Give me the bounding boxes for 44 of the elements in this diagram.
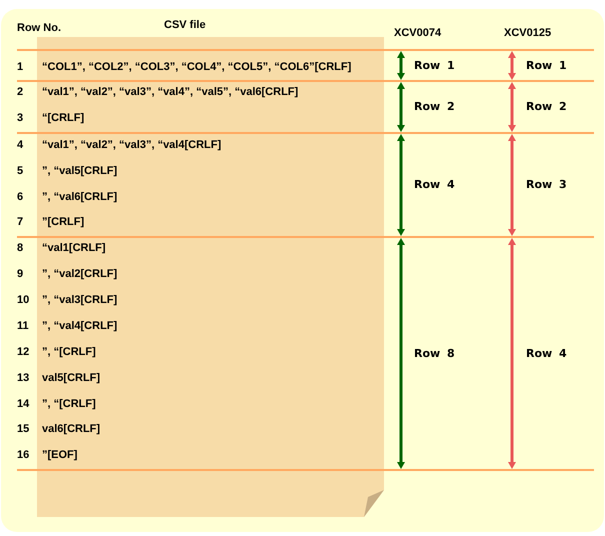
row-number: 1 (17, 60, 24, 74)
row-count: Row 2 (414, 100, 455, 114)
csv-line: ”, “val3[CRLF] (42, 293, 118, 307)
column-header: Row No. (17, 21, 61, 35)
row-number: 8 (17, 241, 24, 255)
csv-line: ”, “val6[CRLF] (42, 190, 118, 204)
csv-line: “val1”, “val2”, “val3”, “val4[CRLF] (42, 138, 222, 152)
csv-line: ”, “val4[CRLF] (42, 319, 118, 333)
row-count: Row 4 (414, 178, 455, 192)
csv-line: “COL1”, “COL2”, “COL3”, “COL4”, “COL5”, “COL6”[CRLF] (42, 60, 352, 74)
csv-line: ”[CRLF] (42, 215, 84, 229)
row-count: Row 1 (414, 59, 455, 73)
csv-line: ”, “val2[CRLF] (42, 267, 118, 281)
row-number: 14 (17, 397, 30, 411)
row-number: 15 (17, 422, 30, 436)
row-count: Row 3 (526, 178, 567, 192)
row-number: 11 (17, 319, 29, 333)
csv-line: “[CRLF] (42, 111, 84, 125)
row-number: 10 (17, 293, 30, 307)
row-number: 2 (17, 85, 24, 99)
csv-line: ”, “val5[CRLF] (42, 164, 118, 178)
column-header: XCV0074 (394, 26, 442, 40)
row-count: Row 8 (414, 347, 455, 361)
column-header: CSV file (164, 18, 206, 32)
row-number: 4 (17, 138, 24, 152)
csv-line: “val1”, “val2”, “val3”, “val4”, “val5”, “val6[CRLF] (42, 85, 298, 99)
row-number: 6 (17, 190, 24, 204)
csv-line: ”, “[CRLF] (42, 397, 96, 411)
csv-line: val5[CRLF] (42, 371, 100, 385)
row-count: Row 4 (526, 347, 567, 361)
csv-line: ”[EOF] (42, 448, 78, 462)
row-count: Row 2 (526, 100, 567, 114)
csv-line: “val1[CRLF] (42, 241, 106, 255)
csv-line: val6[CRLF] (42, 422, 100, 436)
csv-line: ”, “[CRLF] (42, 345, 96, 359)
row-number: 12 (17, 345, 30, 359)
column-header: XCV0125 (504, 26, 552, 40)
row-number: 9 (17, 267, 24, 281)
row-number: 3 (17, 111, 24, 125)
row-number: 13 (17, 371, 30, 385)
row-number: 16 (17, 448, 30, 462)
row-number: 5 (17, 164, 24, 178)
row-count: Row 1 (526, 59, 567, 73)
row-number: 7 (17, 215, 24, 229)
